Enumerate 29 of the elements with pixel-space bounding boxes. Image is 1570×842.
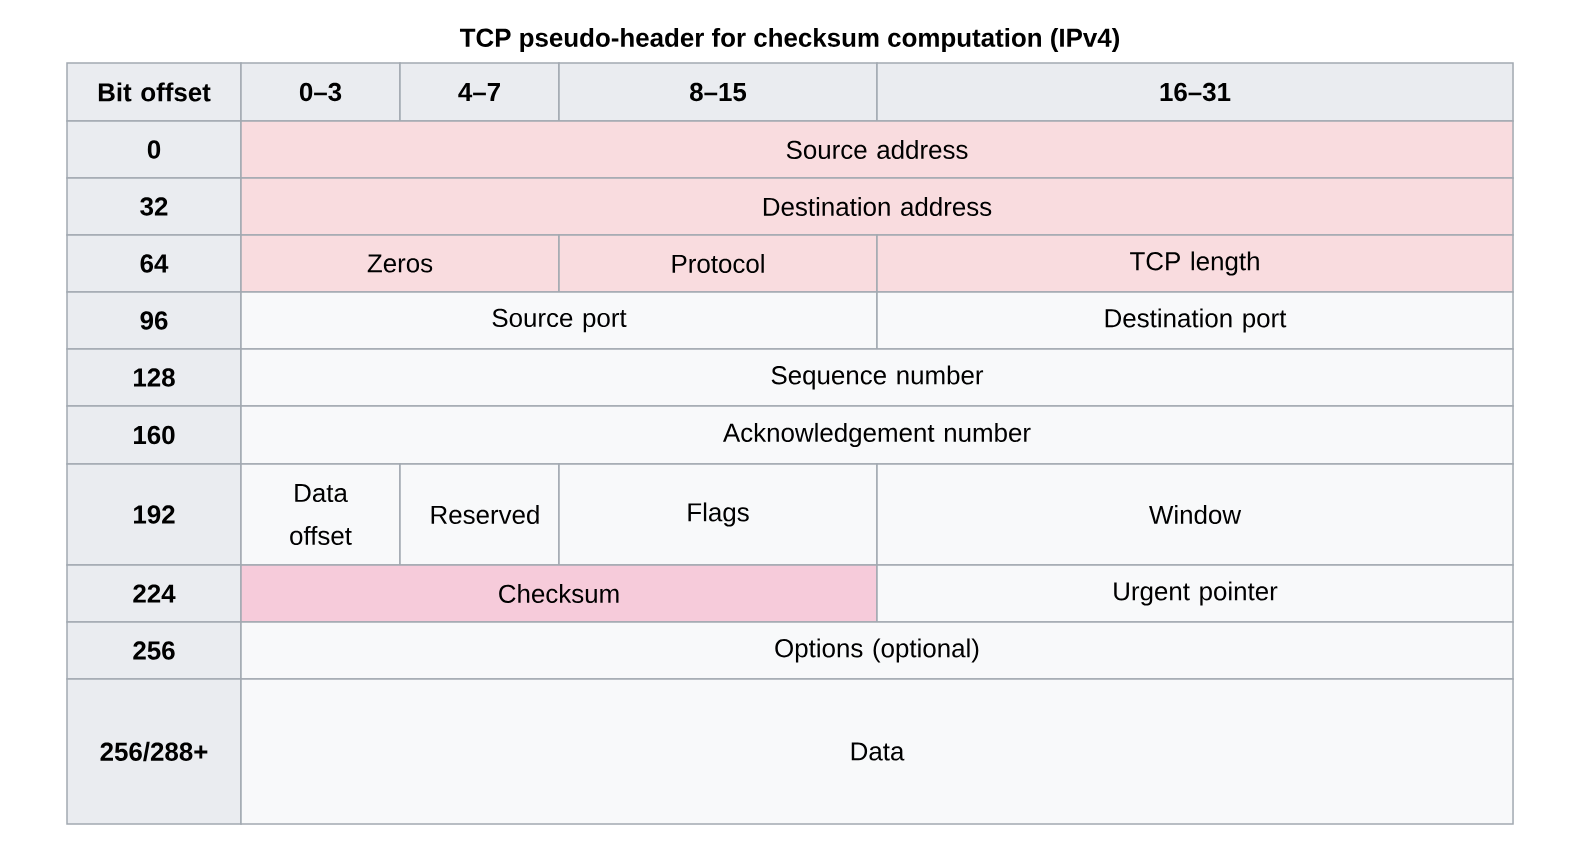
row-header-cell: 192 (66, 463, 242, 566)
column-header-cell: 16–31 (876, 62, 1514, 122)
field-cell: Urgent pointer (876, 564, 1514, 623)
row-header-cell: 0 (66, 120, 242, 179)
row-header-cell: 96 (66, 291, 242, 350)
column-header-cell: 0–3 (240, 62, 401, 122)
field-cell: Source port (240, 291, 878, 350)
row-header-cell: 256 (66, 621, 242, 680)
column-header-cell: 4–7 (399, 62, 560, 122)
row-header-cell: 224 (66, 564, 242, 623)
field-cell: Options (optional) (240, 621, 1514, 680)
table-title: TCP pseudo-header for checksum computation (IPv4) (460, 27, 1120, 53)
row-header-cell: 32 (66, 177, 242, 236)
column-header-cell: 8–15 (558, 62, 878, 122)
field-cell: Zeros (240, 234, 560, 293)
field-cell: Destination port (876, 291, 1514, 350)
row-header-cell: 160 (66, 405, 242, 465)
field-cell: Flags (558, 463, 878, 566)
row-header-cell: 128 (66, 348, 242, 407)
field-cell: Data offset (240, 463, 401, 566)
field-cell: TCP length (876, 234, 1514, 293)
column-header-cell: Bit offset (66, 62, 242, 122)
field-cell: Window (876, 463, 1514, 566)
field-cell: Sequence number (240, 348, 1514, 407)
field-cell: Source address (240, 120, 1514, 179)
field-cell: Checksum (240, 564, 878, 623)
field-cell: Reserved (399, 463, 560, 566)
field-cell: Protocol (558, 234, 878, 293)
row-header-cell: 64 (66, 234, 242, 293)
